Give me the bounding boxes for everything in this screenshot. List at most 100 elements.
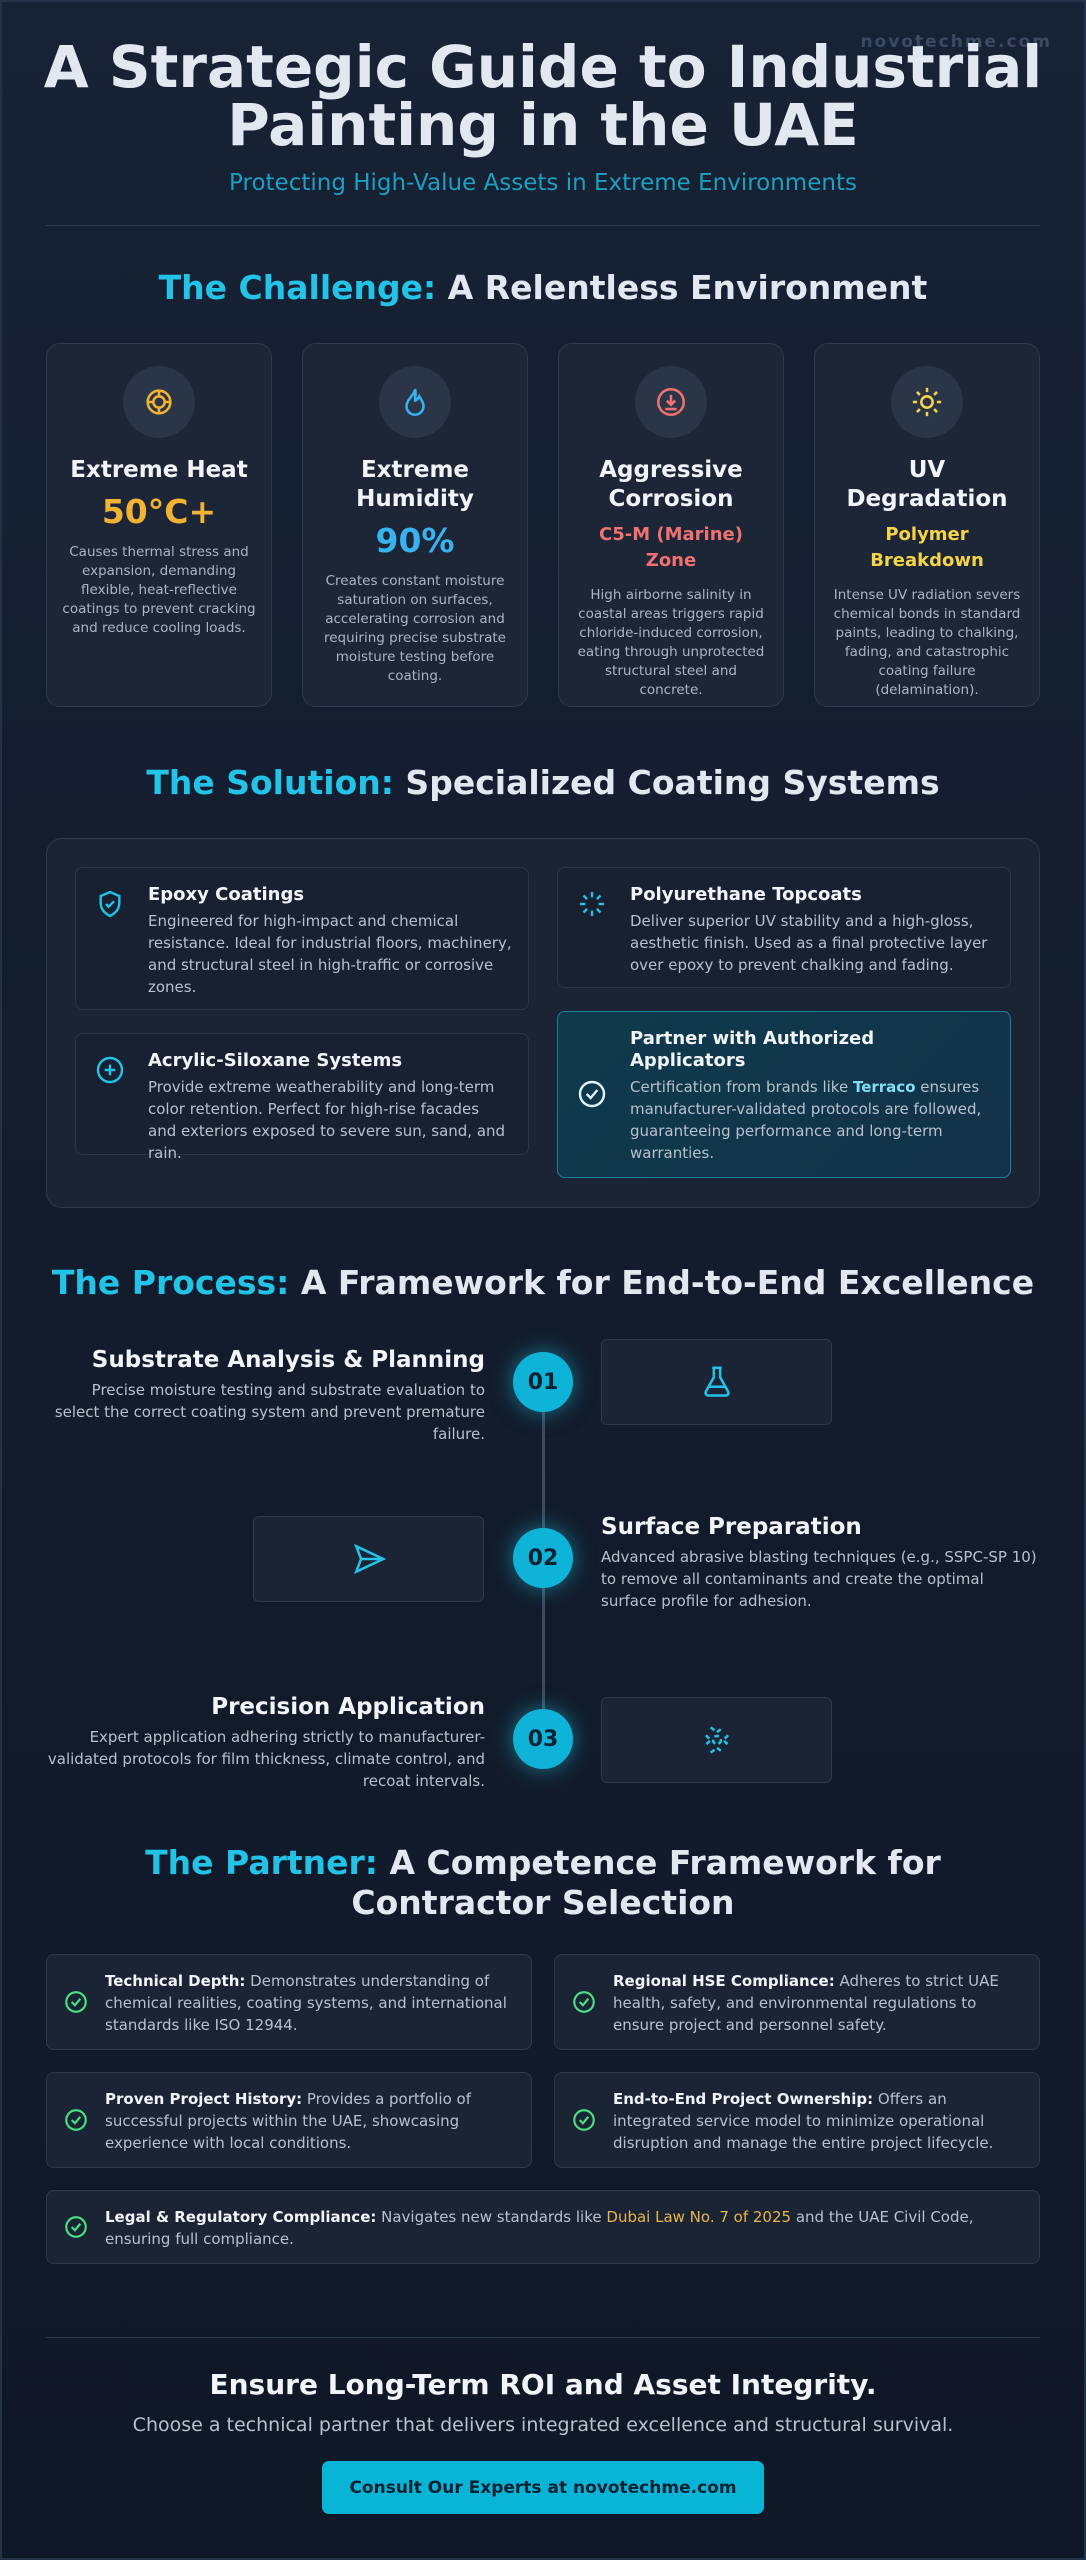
sparkle-icon [580, 892, 604, 916]
challenge-title: The Challenge: A Relentless Environment [0, 268, 1086, 308]
check-circle-icon [573, 2109, 595, 2131]
partner-item-hse: Regional HSE Compliance: Adheres to stri… [554, 1954, 1040, 2050]
process-step-2: Surface Preparation Advanced abrasive bl… [601, 1512, 1041, 1612]
divider [46, 225, 1040, 226]
challenge-title-rest: A Relentless Environment [436, 268, 928, 307]
partner-item-project-ownership: End-to-End Project Ownership: Offers an … [554, 2072, 1040, 2168]
partner-title-rest: A Competence Framework for Contractor Se… [351, 1843, 941, 1922]
process-title-highlight: The Process: [51, 1263, 290, 1302]
item-text: Navigates new standards like [376, 2208, 607, 2226]
solution-epoxy: Epoxy Coatings Engineered for high-impac… [75, 867, 529, 1010]
water-drop-icon [379, 366, 451, 438]
check-circle-icon [573, 1991, 595, 2013]
check-circle-icon [65, 2216, 87, 2238]
solution-item-desc: Deliver superior UV stability and a high… [630, 912, 988, 974]
solution-item-title: Acrylic-Siloxane Systems [148, 1050, 403, 1071]
solution-acrylic-siloxane: Acrylic-Siloxane Systems Provide extreme… [75, 1033, 529, 1162]
step-number: 02 [513, 1528, 573, 1588]
solution-title: The Solution: Specialized Coating System… [0, 763, 1086, 803]
card-name: UV Degradation [846, 457, 1008, 512]
partner-title: The Partner: A Competence Framework for … [0, 1843, 1086, 1923]
shield-check-icon [99, 890, 121, 918]
step-icon-box [601, 1697, 832, 1783]
cta-heading: Ensure Long-Term ROI and Asset Integrity… [209, 2368, 877, 2401]
desc-part: Certification from brands like [630, 1078, 853, 1096]
check-circle-icon [578, 1080, 606, 1108]
partner-item-project-history: Proven Project History: Provides a portf… [46, 2072, 532, 2168]
check-circle-icon [65, 1991, 87, 2013]
partner-item-technical-depth: Technical Depth: Demonstrates understand… [46, 1954, 532, 2050]
cta-subtext: Choose a technical partner that delivers… [132, 2414, 954, 2436]
desc-part: ensures manufacturer-validated protocols… [630, 1078, 982, 1162]
sun-icon [891, 366, 963, 438]
solution-item-desc: Engineered for high-impact and chemical … [148, 912, 512, 996]
partner-item-legal: Legal & Regulatory Compliance: Navigates… [46, 2190, 1040, 2264]
step-title: Precision Application [211, 1694, 485, 1720]
card-desc: High airborne salinity in coastal areas … [577, 587, 765, 698]
item-label: Technical Depth: [105, 1972, 246, 1990]
item-text: and the UAE Civil Code, ensuring full co… [105, 2208, 974, 2248]
card-value: 90% [375, 521, 455, 560]
challenge-card-humidity: Extreme Humidity 90% Creates constant mo… [302, 343, 528, 707]
step-icon-box [253, 1516, 484, 1602]
consult-experts-button[interactable]: Consult Our Experts at novotechme.com [322, 2461, 764, 2514]
process-title: The Process: A Framework for End-to-End … [0, 1263, 1086, 1303]
hero: A Strategic Guide to Industrial Painting… [0, 38, 1086, 196]
step-number: 01 [513, 1352, 573, 1412]
solution-item-title: Partner with Authorized Applicators [630, 1028, 875, 1071]
solution-panel: Epoxy Coatings Engineered for high-impac… [46, 838, 1040, 1208]
step-desc: Advanced abrasive blasting techniques (e… [601, 1548, 1037, 1610]
solution-item-desc: Provide extreme weatherability and long-… [148, 1078, 506, 1162]
plus-circle-icon [96, 1056, 124, 1084]
item-label: Legal & Regulatory Compliance: [105, 2208, 377, 2226]
spray-icon [704, 1726, 729, 1754]
brand-watermark: novotechme.com [860, 32, 1052, 52]
item-label: Regional HSE Compliance: [613, 1972, 835, 1990]
corrosion-icon [635, 366, 707, 438]
item-text: Provides a portfolio of successful proje… [105, 2090, 471, 2152]
page-subtitle: Protecting High-Value Assets in Extreme … [229, 170, 857, 196]
item-text: Demonstrates understanding of chemical r… [105, 1972, 507, 2034]
flask-icon [703, 1366, 730, 1397]
card-name: Extreme Humidity [356, 457, 474, 512]
challenge-card-uv: UV Degradation Polymer Breakdown Intense… [814, 343, 1040, 707]
item-label: End-to-End Project Ownership: [613, 2090, 874, 2108]
card-desc: Causes thermal stress and expansion, dem… [62, 544, 256, 636]
step-title: Substrate Analysis & Planning [91, 1347, 485, 1373]
step-icon-box [601, 1339, 832, 1425]
brand-terraco: Terraco [852, 1078, 916, 1096]
divider [46, 2337, 1040, 2338]
card-name: Extreme Heat [70, 457, 248, 483]
challenge-title-highlight: The Challenge: [158, 268, 437, 307]
card-desc: Creates constant moisture saturation on … [324, 573, 506, 684]
process-step-1: Substrate Analysis & Planning Precise mo… [45, 1345, 485, 1445]
item-label: Proven Project History: [105, 2090, 303, 2108]
solution-title-rest: Specialized Coating Systems [393, 763, 940, 802]
check-circle-icon [65, 2109, 87, 2131]
solution-item-title: Polyurethane Topcoats [630, 884, 862, 905]
step-desc: Expert application adhering strictly to … [47, 1728, 485, 1790]
solution-authorized-applicators: Partner with Authorized Applicators Cert… [557, 1011, 1011, 1178]
item-text: Offers an integrated service model to mi… [613, 2090, 994, 2152]
step-number: 03 [513, 1709, 573, 1769]
solution-item-title: Epoxy Coatings [148, 884, 305, 905]
solution-item-desc: Certification from brands like Terraco e… [630, 1076, 994, 1164]
step-desc: Precise moisture testing and substrate e… [54, 1381, 485, 1443]
card-name: Aggressive Corrosion [599, 457, 743, 512]
card-value: 50°C+ [101, 492, 217, 531]
law-reference: Dubai Law No. 7 of 2025 [606, 2208, 792, 2226]
process-step-3: Precision Application Expert application… [45, 1692, 485, 1792]
partner-title-highlight: The Partner: [145, 1843, 379, 1882]
solution-polyurethane: Polyurethane Topcoats Deliver superior U… [557, 867, 1011, 988]
step-title: Surface Preparation [601, 1514, 862, 1540]
item-text: Adheres to strict UAE health, safety, an… [613, 1972, 999, 2034]
solution-title-highlight: The Solution: [146, 763, 394, 802]
process-title-rest: A Framework for End-to-End Excellence [289, 1263, 1035, 1302]
card-value: C5-M (Marine) Zone [599, 524, 743, 571]
send-icon [353, 1543, 386, 1575]
sun-burst-icon [123, 366, 195, 438]
card-value: Polymer Breakdown [870, 524, 984, 571]
page-title: A Strategic Guide to Industrial Painting… [43, 33, 1043, 159]
card-desc: Intense UV radiation severs chemical bon… [833, 587, 1021, 698]
